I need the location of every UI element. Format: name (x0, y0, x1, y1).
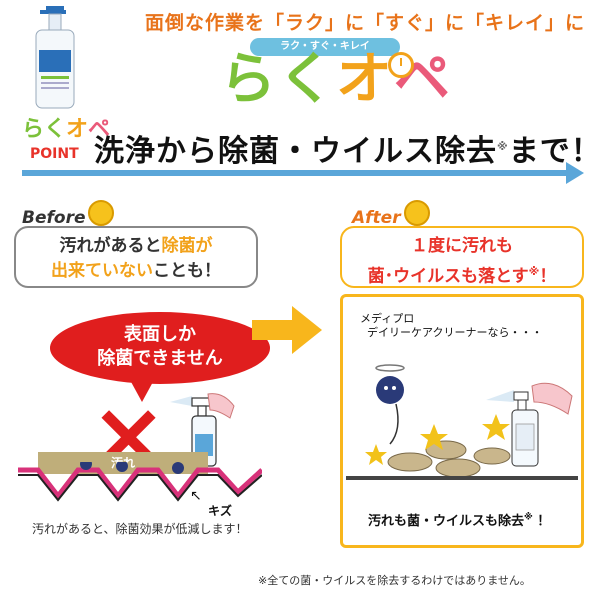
mini-logo-pe: ペ (88, 117, 111, 142)
mini-logo: らくオペ (22, 118, 110, 142)
headline: 洗浄から除菌・ウイルス除去※まで！ (94, 126, 600, 170)
headline-end: まで！ (508, 134, 600, 169)
before-line2-a: 出来ていない (51, 261, 153, 281)
clock-icon (388, 52, 414, 78)
scratched-surface (18, 462, 262, 502)
before-label: Before (22, 208, 86, 228)
after-line2-end: ！ (539, 266, 557, 287)
after-line2-note: ※ (528, 265, 540, 278)
headline-main: 洗浄から除菌・ウイルス除去 (94, 134, 497, 169)
after-label: After (352, 208, 401, 228)
rakuope-logo: らくオペ (220, 50, 452, 110)
after-caption-end: ！ (537, 514, 551, 529)
mini-logo-o: オ (66, 117, 89, 142)
bubble-tail (130, 380, 154, 402)
cleaning-illustration (346, 364, 578, 480)
before-line2-b: ことも！ (153, 261, 221, 281)
transition-arrow-body (252, 320, 294, 340)
bubble-line2: 除菌できません (97, 348, 223, 369)
before-message-box: 汚れがあると除菌が 出来ていないことも！ (14, 226, 258, 288)
logo-part-raku: らく (220, 47, 336, 112)
worried-face-icon (88, 200, 114, 226)
scratch-pointer-icon: ↖ (190, 488, 202, 504)
after-intro-line1: メディプロ (360, 312, 415, 325)
logo-subtitle: ラク・すぐ・キレイ (250, 38, 400, 56)
point-label: POINT (30, 146, 79, 162)
before-line1-a: 汚れがあると (59, 236, 162, 256)
after-line2: 菌･ウイルスも落とす (367, 266, 529, 287)
after-caption-note: ※ (524, 512, 533, 523)
warning-bubble: 表面しか 除菌できません (50, 312, 270, 384)
after-intro-line2: デイリーケアクリーナーなら・・・ (367, 326, 543, 339)
logo-part-o: オ (336, 47, 394, 112)
after-intro: メディプロ デイリーケアクリーナーなら・・・ (360, 312, 542, 340)
after-caption-main: 汚れも菌・ウイルスも除去 (368, 514, 525, 529)
progress-arrow-line (22, 170, 570, 176)
mini-logo-raku: らく (22, 117, 67, 142)
after-caption: 汚れも菌・ウイルスも除去※ ！ (368, 510, 550, 529)
before-caption: 汚れがあると、除菌効果が低減します！ (32, 522, 248, 536)
progress-arrow-head-icon (566, 162, 584, 184)
product-bottle-image (35, 6, 75, 109)
transition-arrow-icon (292, 306, 322, 354)
after-illustration-frame (340, 294, 584, 548)
bubble-line1: 表面しか (124, 324, 196, 345)
before-line1-b: 除菌が (161, 236, 213, 256)
headline-note: ※ (497, 140, 509, 153)
after-line1: １度に汚れも (411, 236, 513, 256)
tagline: 面倒な作業を「ラク」に「すぐ」に「キレイ」に (144, 12, 585, 34)
footnote: ※全ての菌・ウイルスを除去するわけではありません。 (258, 574, 531, 587)
scratch-label: キズ (208, 504, 233, 518)
surprised-face-icon (404, 200, 430, 226)
after-message-box: １度に汚れも 菌･ウイルスも落とす※！ (340, 226, 584, 288)
